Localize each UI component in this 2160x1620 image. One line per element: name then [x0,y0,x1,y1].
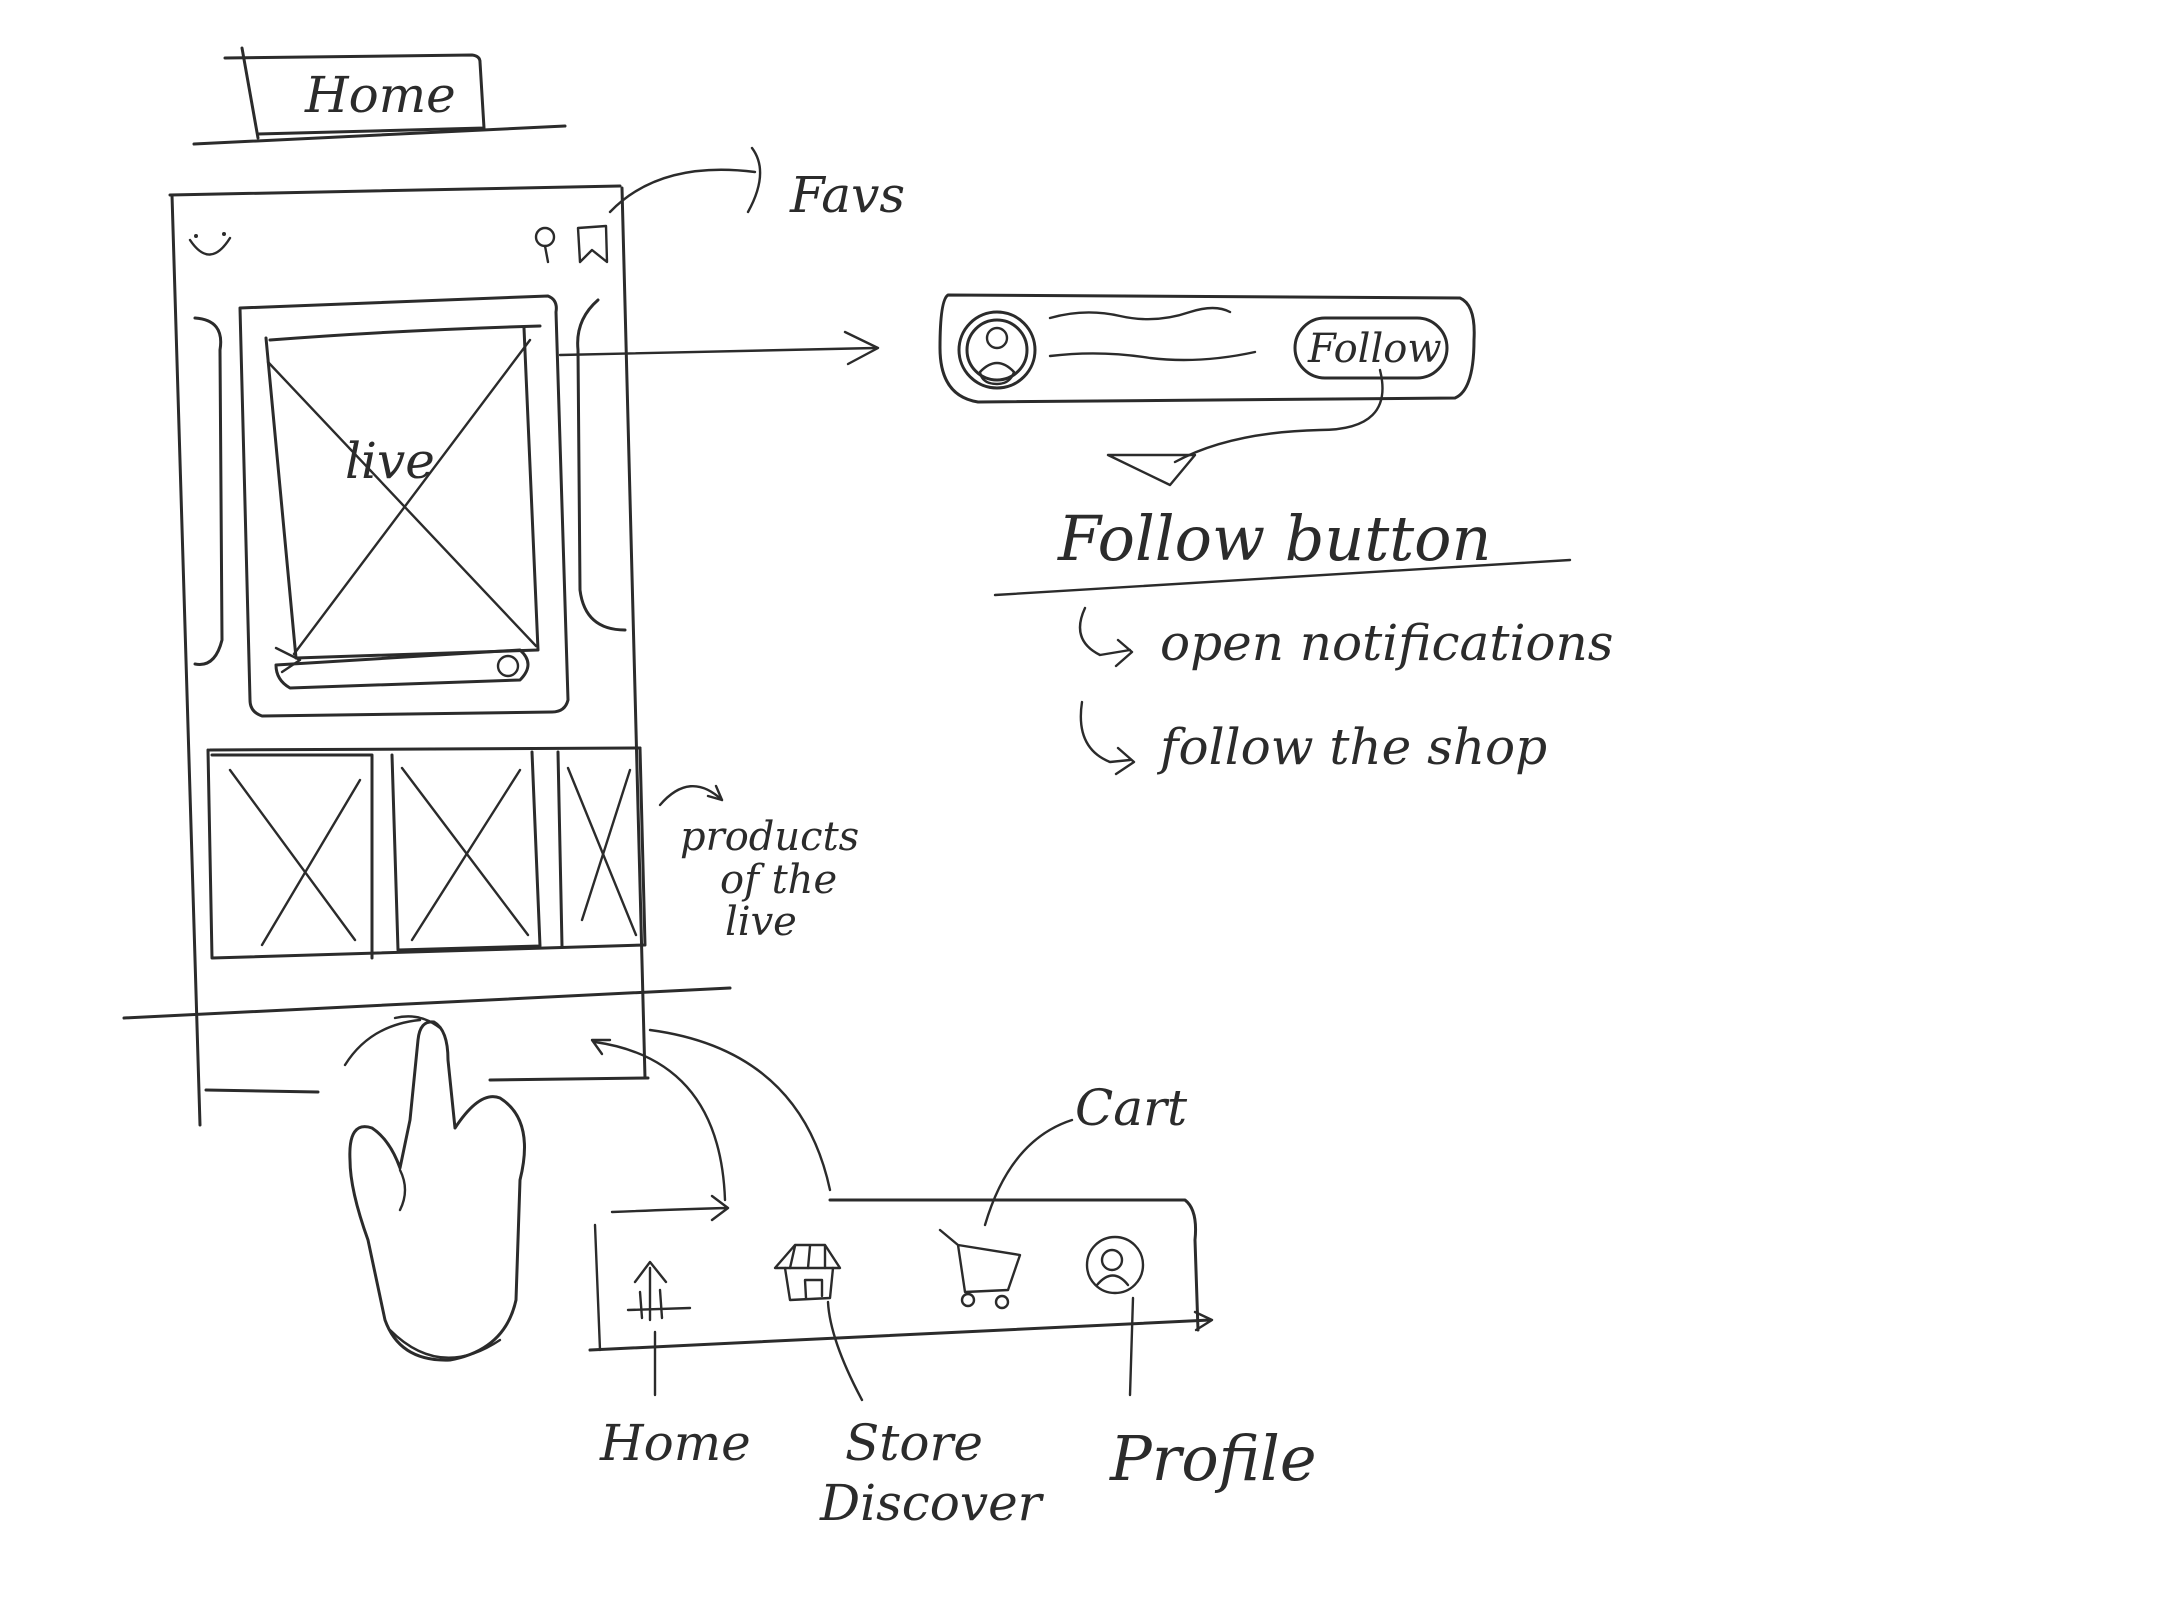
hand-gesture-icon [343,1015,526,1362]
nav-discover-label: Discover [819,1474,1045,1532]
products-label-3: live [725,899,797,945]
bottom-nav-callout [590,1028,832,1202]
follow-action-1-text: open notifications [1160,614,1613,672]
follow-action-1: open notifications [1078,606,1613,672]
home-icon[interactable] [626,1260,692,1322]
store-icon[interactable] [773,1243,842,1302]
product-thumbnail[interactable] [556,750,638,948]
right-preview-card[interactable] [576,298,627,632]
follow-action-2: follow the shop [1079,700,1547,776]
smile-icon [188,232,232,256]
nav-profile-label: Profile [1109,1422,1317,1495]
home-tab-label: Home [304,66,456,124]
avatar-icon [985,326,1009,350]
follow-callout [1106,368,1384,487]
profile-icon[interactable] [1085,1235,1145,1295]
cart-callout [983,1118,1074,1227]
product-thumbnails [206,746,647,960]
product-thumbnail[interactable] [210,753,374,960]
follow-heading-underline [993,558,1572,597]
follow-pill-label: Follow [1307,326,1442,372]
shop-profile-strip[interactable]: Follow [938,293,1476,404]
home-tab[interactable]: Home [192,46,567,146]
nav-store-label: Store [845,1414,983,1472]
profile-strip-callout [558,330,880,366]
left-preview-card[interactable] [193,316,224,666]
products-label-1: products [680,814,859,860]
cart-label: Cart [1075,1079,1188,1137]
bookmark-icon[interactable] [576,224,609,264]
phone-frame [122,184,732,1127]
bottom-nav [588,1194,1214,1352]
product-thumbnail[interactable] [390,750,542,952]
nav-label-pointers [653,1296,1135,1402]
cart-icon[interactable] [938,1228,1022,1310]
search-icon[interactable] [534,226,556,264]
favs-label: Favs [789,166,905,224]
live-card[interactable]: live [238,294,570,718]
live-label: live [345,432,435,490]
products-label-2: of the [720,857,837,903]
follow-action-2-text: follow the shop [1156,718,1547,776]
nav-home-label: Home [599,1414,751,1472]
products-callout: products of the live [658,784,859,945]
follow-heading: Follow button [1057,502,1491,575]
favs-callout: Favs [608,146,905,224]
